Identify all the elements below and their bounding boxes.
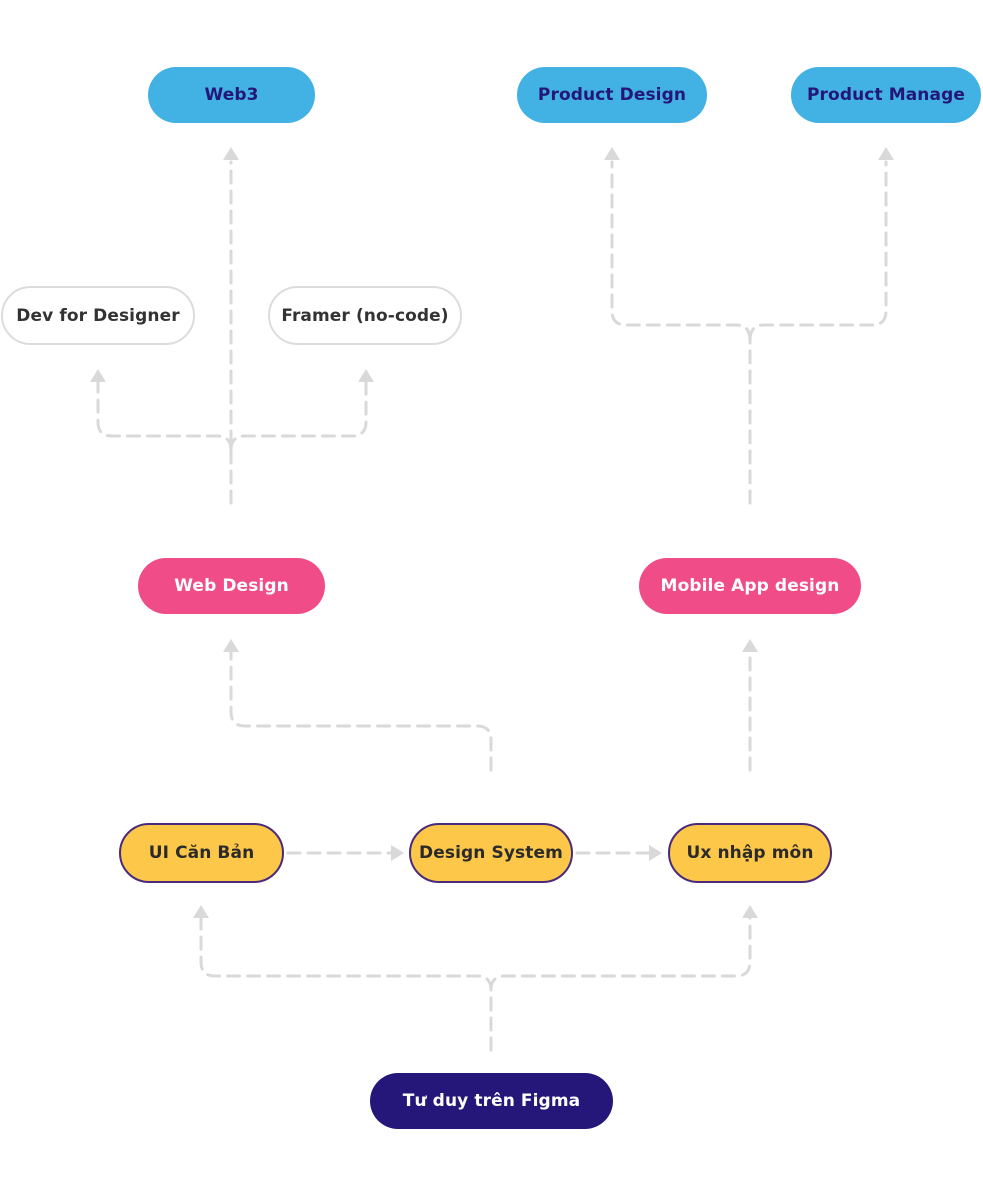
arrowhead-dev [90,369,106,382]
node-tu-duy-tren-figma[interactable]: Tư duy trên Figma [370,1073,613,1129]
connector-figma-to-ui [199,916,493,1052]
connector-web-to-framer [229,380,368,452]
arrowhead-framer [358,369,374,382]
node-web-design[interactable]: Web Design [138,558,325,614]
connector-web-to-dev [96,380,233,452]
node-web3[interactable]: Web3 [148,67,315,123]
connector-mobile-to-pd [610,160,752,342]
node-design-system[interactable]: Design System [409,823,573,883]
arrowhead-ui [193,905,209,918]
connector-mobile-to-pm [748,160,888,342]
arrowhead-pd [604,147,620,160]
arrowhead-web3 [223,147,239,160]
node-framer-no-code[interactable]: Framer (no-code) [268,286,462,345]
arrowhead-web [223,639,239,652]
arrowhead-mobile [742,639,758,652]
node-product-manage[interactable]: Product Manage [791,67,981,123]
connector-ds-to-web [229,650,493,772]
node-mobile-app-design[interactable]: Mobile App design [639,558,861,614]
node-ux-nhap-mon[interactable]: Ux nhập môn [668,823,832,883]
node-dev-for-designer[interactable]: Dev for Designer [1,286,195,345]
node-product-design[interactable]: Product Design [517,67,707,123]
connector-figma-to-ux [489,916,752,992]
arrowhead-ds [391,845,404,861]
arrowhead-ux [742,905,758,918]
arrowhead-pm [878,147,894,160]
node-ui-can-ban[interactable]: UI Căn Bản [119,823,284,883]
arrowhead-ux-left [649,845,662,861]
